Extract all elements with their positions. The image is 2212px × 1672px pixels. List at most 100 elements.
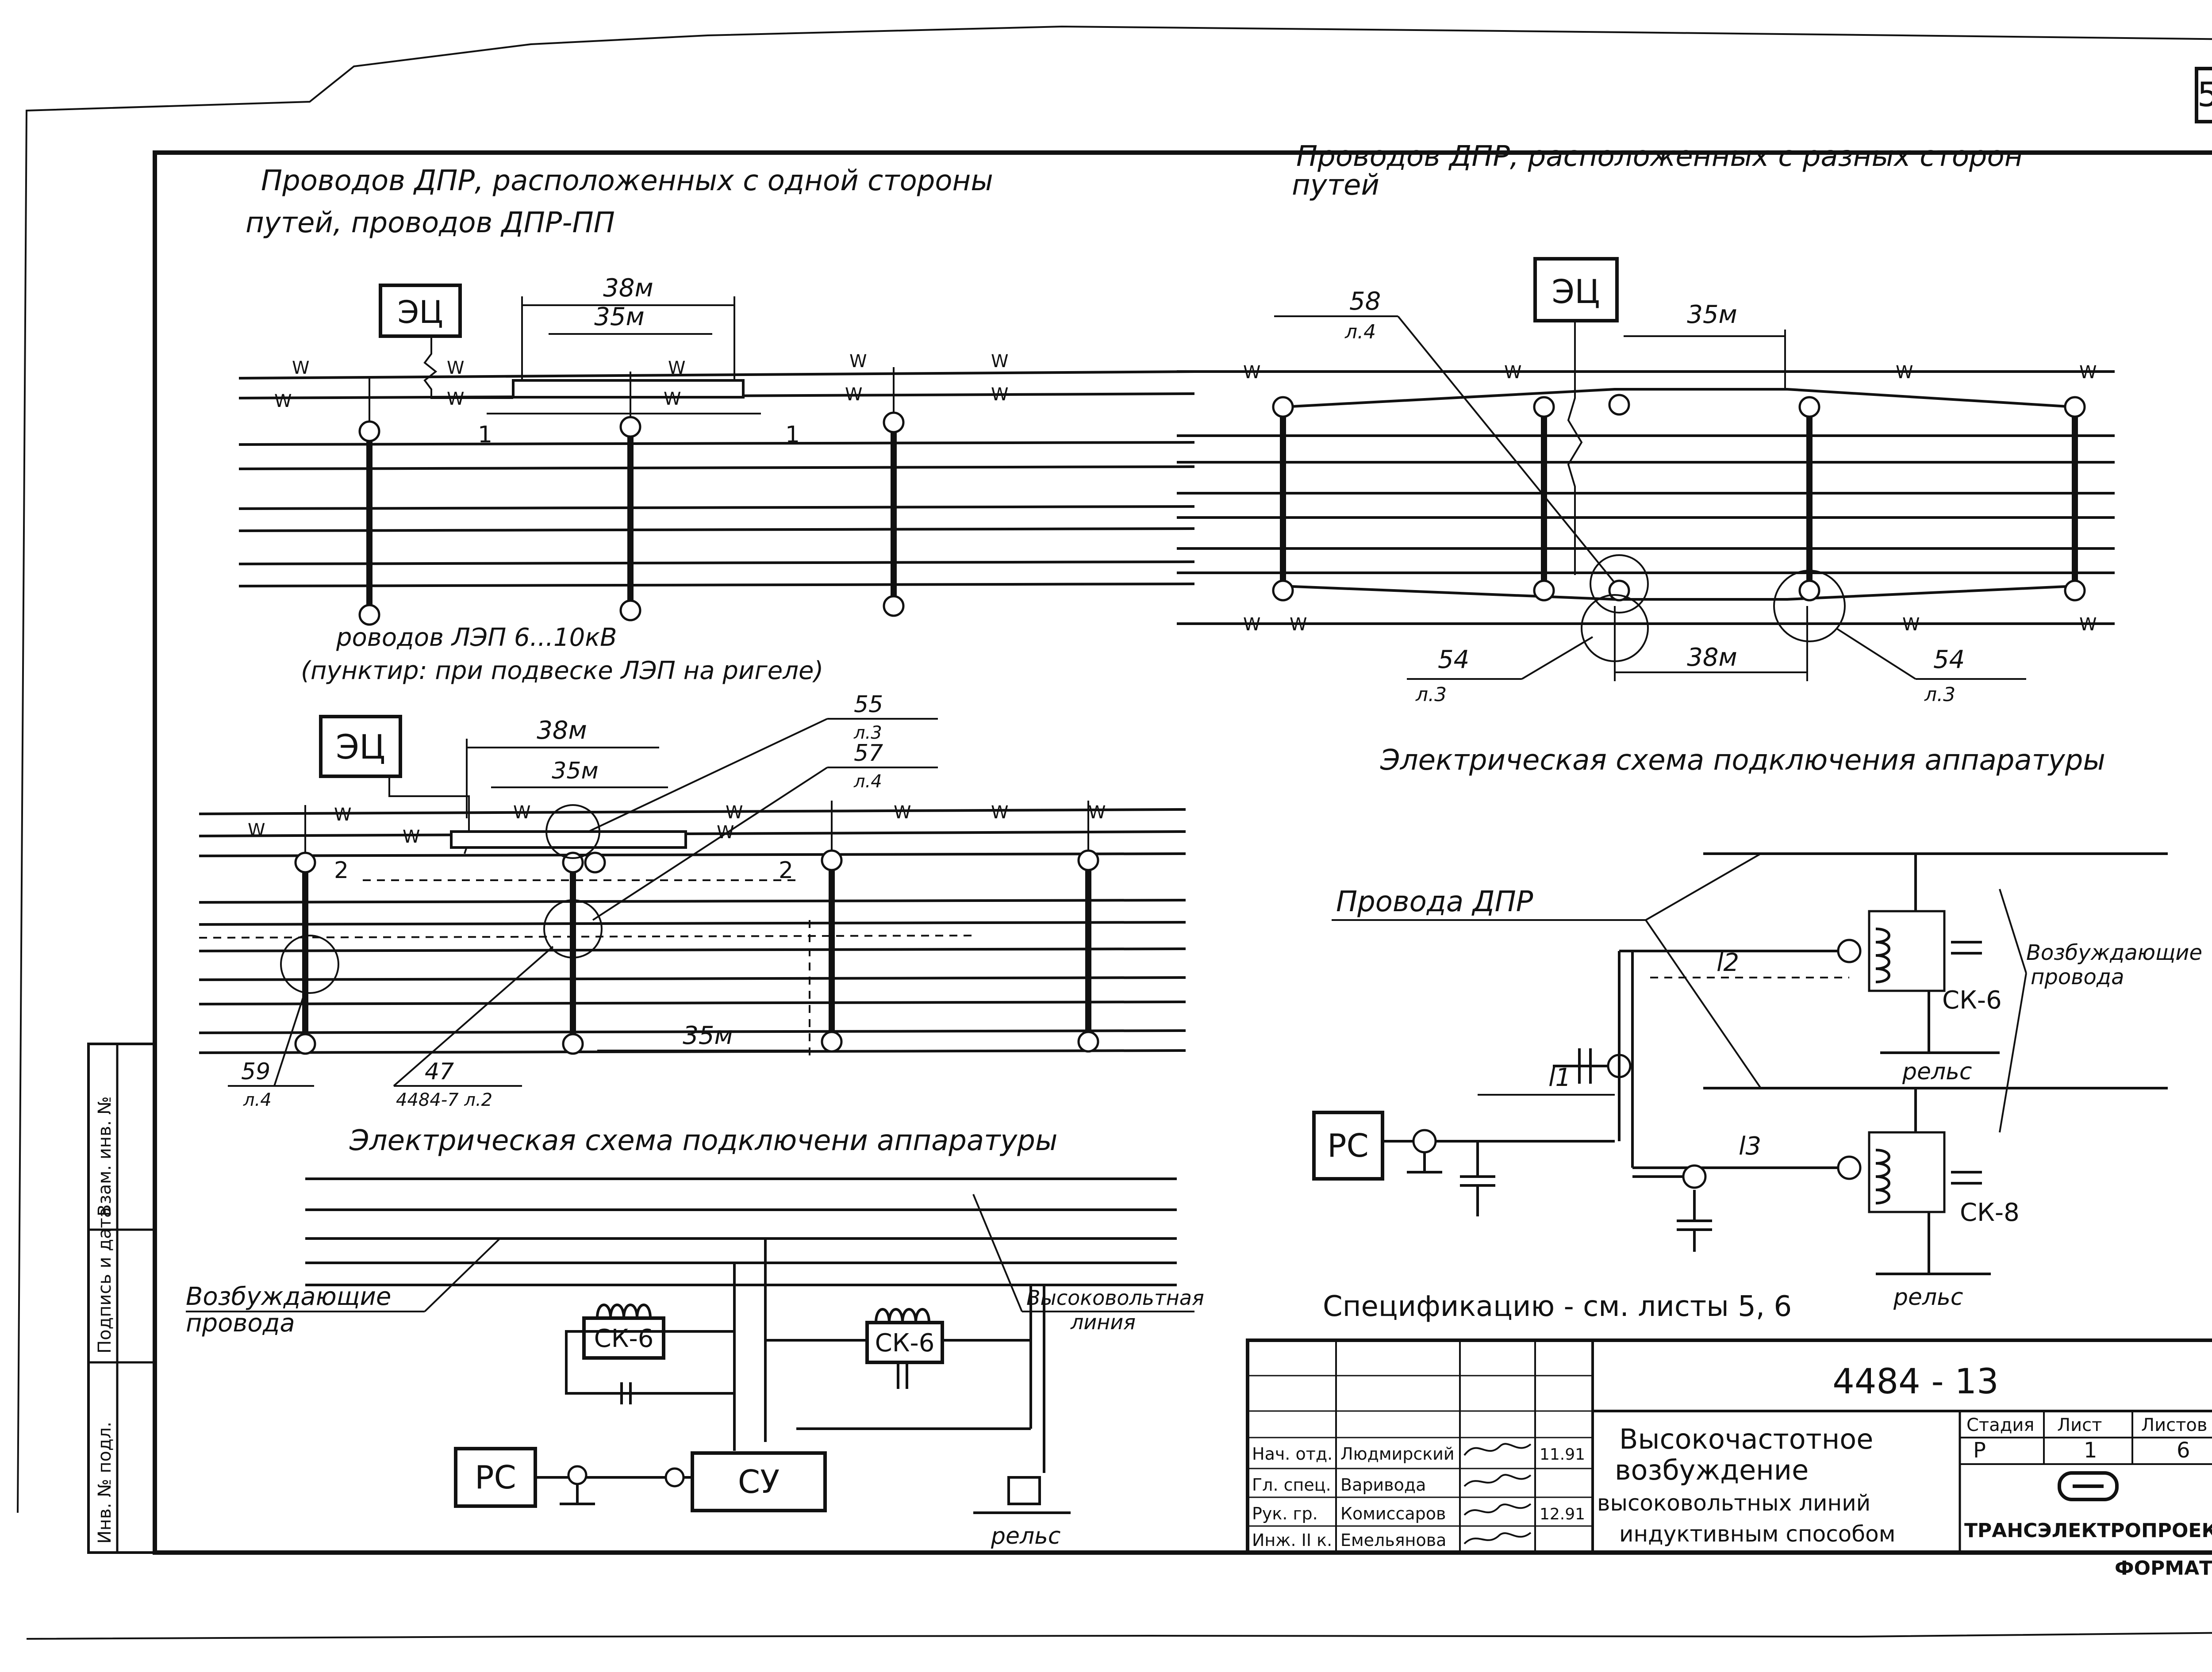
tl-title-line2: путей, проводов ДПР-ПП: [246, 207, 615, 239]
sl-hv-line2: линия: [1070, 1310, 1136, 1334]
tr-callout54-right-sheet: л.3: [1924, 683, 1955, 706]
ml-section-2b: 2: [779, 857, 793, 884]
sl-ck2-coil: [875, 1308, 930, 1323]
ml-callout59-sheet: л.4: [243, 1090, 272, 1110]
ml-rail-2: [199, 899, 1186, 904]
sl-connector-1: [567, 1465, 588, 1485]
tr-title-line1: Проводов ДПР, расположенных с разных сто…: [1296, 140, 2023, 173]
tl-rail-2: [238, 465, 1195, 470]
tr-dim35-label: 35м: [1687, 300, 1737, 329]
sr-title: Электрическая схема подключения аппарату…: [1380, 744, 2105, 777]
tb-staff-role-1: Нач. отд.: [1252, 1444, 1333, 1464]
tr-dim38-label: 38м: [1687, 643, 1737, 672]
sheet-number-box: 50: [2195, 67, 2212, 123]
ml-wire-2: [199, 830, 1186, 837]
scheme-left: Электрическая схема подключени аппаратур…: [186, 1124, 1204, 1549]
tb-sheet-label: Лист: [2057, 1415, 2102, 1435]
ml-wire-1: [199, 808, 1186, 815]
paper-edge: [17, 25, 2212, 1640]
ml-callout55-sheet: л.3: [853, 723, 882, 743]
tr-w7: W: [1902, 614, 1920, 635]
tr-w8: W: [2079, 614, 2097, 635]
tb-staff-rows: Нач. отд. Людмирский 11.91 Гл. спец. Вар…: [1252, 1444, 1585, 1550]
tr-callout54-left: 54: [1438, 645, 1469, 674]
tr-w5: W: [1243, 614, 1261, 635]
ml-dim38-label: 38м: [537, 716, 587, 745]
sl-ck1-coil: [596, 1304, 652, 1319]
tl-rail-6: [238, 583, 1195, 587]
tb-org: ТРАНСЭЛЕКТРОПРОЕКТ: [1964, 1519, 2212, 1542]
ml-callout59: 59: [241, 1058, 270, 1085]
tl-ec-label: ЭЦ: [397, 294, 443, 330]
spec-note: Спецификацию - см. листы 5, 6: [1323, 1290, 1792, 1323]
tb-title-line2: возбуждение: [1615, 1454, 1809, 1486]
tl-ec-cable: [423, 336, 513, 399]
side-stamp-2: Подпись и дата: [95, 1207, 115, 1354]
sl-exc-leader: [424, 1238, 501, 1312]
ml-pole-bot-1: [294, 1033, 316, 1055]
tr-wire-top-sag: [1283, 388, 2075, 408]
tl-device-bar: [512, 379, 745, 399]
tl-title-line1: Проводов ДПР, расположенных с одной стор…: [261, 165, 993, 197]
sl-exc-line1: Возбуждающие: [186, 1282, 391, 1311]
tl-w8: W: [845, 384, 863, 405]
tl-pole-top-3: [883, 411, 905, 433]
tb-staff-name-4: Емельянова: [1340, 1530, 1446, 1550]
sl-ck2-label: СК-6: [875, 1329, 935, 1358]
tl-w1: W: [292, 358, 310, 378]
tr-callout54-left-sheet: л.3: [1415, 683, 1447, 706]
ml-pole-bot-2: [562, 1033, 584, 1055]
ml-w1: W: [248, 820, 265, 840]
diagram-top-left: Проводов ДПР, расположенных с одной стор…: [238, 165, 1195, 685]
side-stamp-3: Инв. № подл.: [95, 1422, 115, 1544]
sl-rc-label: РС: [475, 1459, 516, 1496]
tr-pole-top-3: [1608, 394, 1630, 416]
ml-rail-3: [199, 921, 1186, 926]
tr-pole-top-4: [1798, 396, 1820, 418]
tb-doc-code: 4484 - 13: [1832, 1362, 1999, 1402]
tr-callout58-leader: [1397, 315, 1620, 589]
tb-sheet: 1: [2084, 1438, 2097, 1463]
tb-sheets: 6: [2177, 1438, 2190, 1463]
ml-callout57-sheet: л.4: [853, 771, 882, 792]
tb-stage-label: Стадия: [1966, 1415, 2034, 1435]
tr-pole-top-1: [1272, 396, 1294, 418]
ml-rail-5: [199, 976, 1186, 981]
sr-rail-top-label: рельс: [1902, 1058, 1972, 1085]
tr-pole-bot-4: [1798, 579, 1820, 602]
tb-staff-role-2: Гл. спец.: [1252, 1475, 1331, 1495]
ml-pole-top-2b: [584, 851, 606, 874]
ml-device-bar: [450, 830, 687, 849]
sr-ck-top-connector: [1837, 939, 1862, 963]
sr-rc-label: РС: [1327, 1127, 1369, 1164]
tl-pole-top-2: [619, 416, 641, 438]
tr-w1: W: [1243, 362, 1261, 383]
sl-hv-leader: [972, 1194, 1023, 1312]
ml-ec-box: [319, 715, 402, 778]
tb-staff-date-3: 12.91: [1540, 1505, 1585, 1523]
tb-title-line3: высоковольтных линий: [1597, 1490, 1870, 1516]
tr-pole-bot-5: [2064, 579, 2086, 602]
sr-exc-line2: провода: [2031, 965, 2124, 989]
sr-exc-leader-1: [1999, 889, 2027, 974]
ml-w2: W: [334, 805, 352, 825]
ml-rail-7: [199, 1029, 1186, 1034]
tr-detail-circle-1: [1590, 554, 1649, 614]
sr-dpr-leader-2: [1645, 919, 1762, 1089]
tl-w3: W: [447, 358, 465, 378]
ml-callout57: 57: [854, 740, 883, 767]
tr-pole-bot-2: [1533, 579, 1555, 602]
ml-rail-4: [199, 947, 1186, 952]
sr-ck-bot-frame: [1868, 1131, 1946, 1213]
drawing-frame: [153, 150, 2212, 1555]
tl-w2: W: [274, 391, 292, 411]
tl-rail-4: [238, 527, 1195, 532]
ml-dim35-label: 35м: [552, 758, 598, 784]
ml-w6: W: [717, 822, 734, 843]
tb-staff-date-1: 11.91: [1540, 1446, 1585, 1464]
tl-pole-bot-1: [358, 604, 380, 626]
tl-pole-bot-3: [883, 595, 905, 617]
sl-title: Электрическая схема подключени аппаратур…: [349, 1124, 1057, 1157]
sr-ck-bot-connector: [1837, 1155, 1862, 1180]
sl-ck2-box: [865, 1321, 944, 1364]
